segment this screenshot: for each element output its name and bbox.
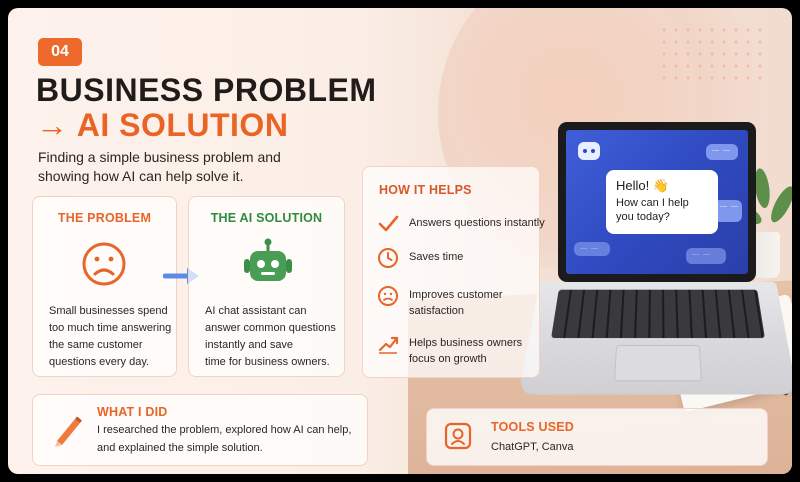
help-line: Helps business owners	[409, 337, 523, 349]
help-line: Saves time	[409, 251, 464, 263]
help-line: Answers questions instantly	[409, 217, 545, 229]
help-item: Saves time	[377, 247, 541, 287]
trackpad	[613, 344, 703, 382]
problem-line: too much time answering	[49, 322, 172, 334]
help-line: Improves customer	[409, 289, 503, 301]
tools-heading: TOOLS USED	[491, 420, 575, 434]
did-line: I researched the problem, explored how A…	[97, 424, 352, 436]
chat-app-screen: Hello! 👋 How can I help you today?	[566, 130, 748, 274]
what-i-did-card: WHAT I DID I researched the problem, exp…	[32, 394, 368, 466]
tools-value: ChatGPT, Canva	[491, 441, 574, 453]
check-icon	[378, 215, 399, 232]
what-i-did-heading: WHAT I DID	[97, 405, 168, 419]
pencil-icon	[55, 416, 82, 447]
slide: Hello! 👋 How can I help you today? 04 BU…	[8, 8, 792, 474]
help-line: focus on growth	[409, 353, 487, 365]
problem-card: THE PROBLEM Small businesses spend too m…	[32, 196, 177, 377]
sad-face-icon	[82, 242, 126, 286]
chat-bubble-small	[706, 144, 738, 160]
help-item: Improves customer satisfaction	[377, 285, 541, 325]
chat-line: How can I help	[616, 197, 689, 209]
help-text: Saves time	[409, 249, 463, 265]
subtitle: Finding a simple business problem and sh…	[38, 148, 338, 186]
solution-line: answer common questions	[205, 322, 336, 334]
help-line: satisfaction	[409, 305, 465, 317]
help-item: Helps business owners focus on growth	[377, 333, 541, 373]
problem-heading: THE PROBLEM	[57, 211, 152, 225]
solution-line: AI chat assistant can	[205, 305, 307, 317]
solution-line: time for business owners.	[205, 356, 330, 368]
problem-line: the same customer	[49, 339, 143, 351]
laptop-keyboard	[518, 282, 792, 395]
problem-line: questions every day.	[49, 356, 150, 368]
what-i-did-text: I researched the problem, explored how A…	[97, 421, 351, 457]
solution-line: instantly and save	[205, 339, 294, 351]
subtitle-line: Finding a simple business problem and	[38, 149, 281, 165]
page-title: BUSINESS PROBLEM	[36, 72, 377, 108]
growth-chart-icon	[378, 336, 399, 354]
face-icon	[378, 286, 398, 306]
helps-heading: HOW IT HELPS	[379, 183, 472, 197]
chat-bubble-small	[714, 200, 742, 222]
chat-bubble-small	[574, 242, 610, 256]
chatbot-avatar-icon	[578, 142, 600, 160]
clock-icon	[378, 248, 398, 268]
robot-icon	[244, 238, 292, 281]
problem-text: Small businesses spend too much time ans…	[49, 303, 171, 371]
tools-icon	[444, 422, 472, 450]
help-text: Helps business owners focus on growth	[409, 335, 522, 367]
how-it-helps-card: HOW IT HELPS Answers questions instantly…	[362, 166, 545, 378]
dot-pattern	[658, 24, 770, 80]
help-text: Answers questions instantly	[409, 215, 545, 231]
solution-text: AI chat assistant can answer common ques…	[205, 303, 336, 371]
slide-number-badge: 04	[38, 38, 82, 66]
problem-line: Small businesses spend	[49, 305, 168, 317]
page-title-accent: → AI SOLUTION	[36, 107, 289, 143]
help-text: Improves customer satisfaction	[409, 287, 503, 319]
laptop-screen: Hello! 👋 How can I help you today?	[558, 122, 756, 282]
chat-message: Hello! 👋 How can I help you today?	[606, 170, 718, 234]
keyboard-keys	[551, 289, 765, 339]
chat-bubble-small	[686, 248, 726, 264]
help-item: Answers questions instantly	[377, 213, 545, 253]
solution-card: THE AI SOLUTION AI chat assistant can an…	[188, 196, 345, 377]
chat-hello: Hello! 👋	[616, 178, 670, 193]
laptop-photo-scene: Hello! 👋 How can I help you today?	[408, 8, 792, 474]
subtitle-line: showing how AI can help solve it.	[38, 168, 244, 184]
did-line: and explained the simple solution.	[97, 442, 263, 454]
solution-heading: THE AI SOLUTION	[210, 211, 323, 225]
chat-line: you today?	[616, 211, 670, 223]
tools-used-card: TOOLS USED ChatGPT, Canva	[426, 408, 768, 466]
